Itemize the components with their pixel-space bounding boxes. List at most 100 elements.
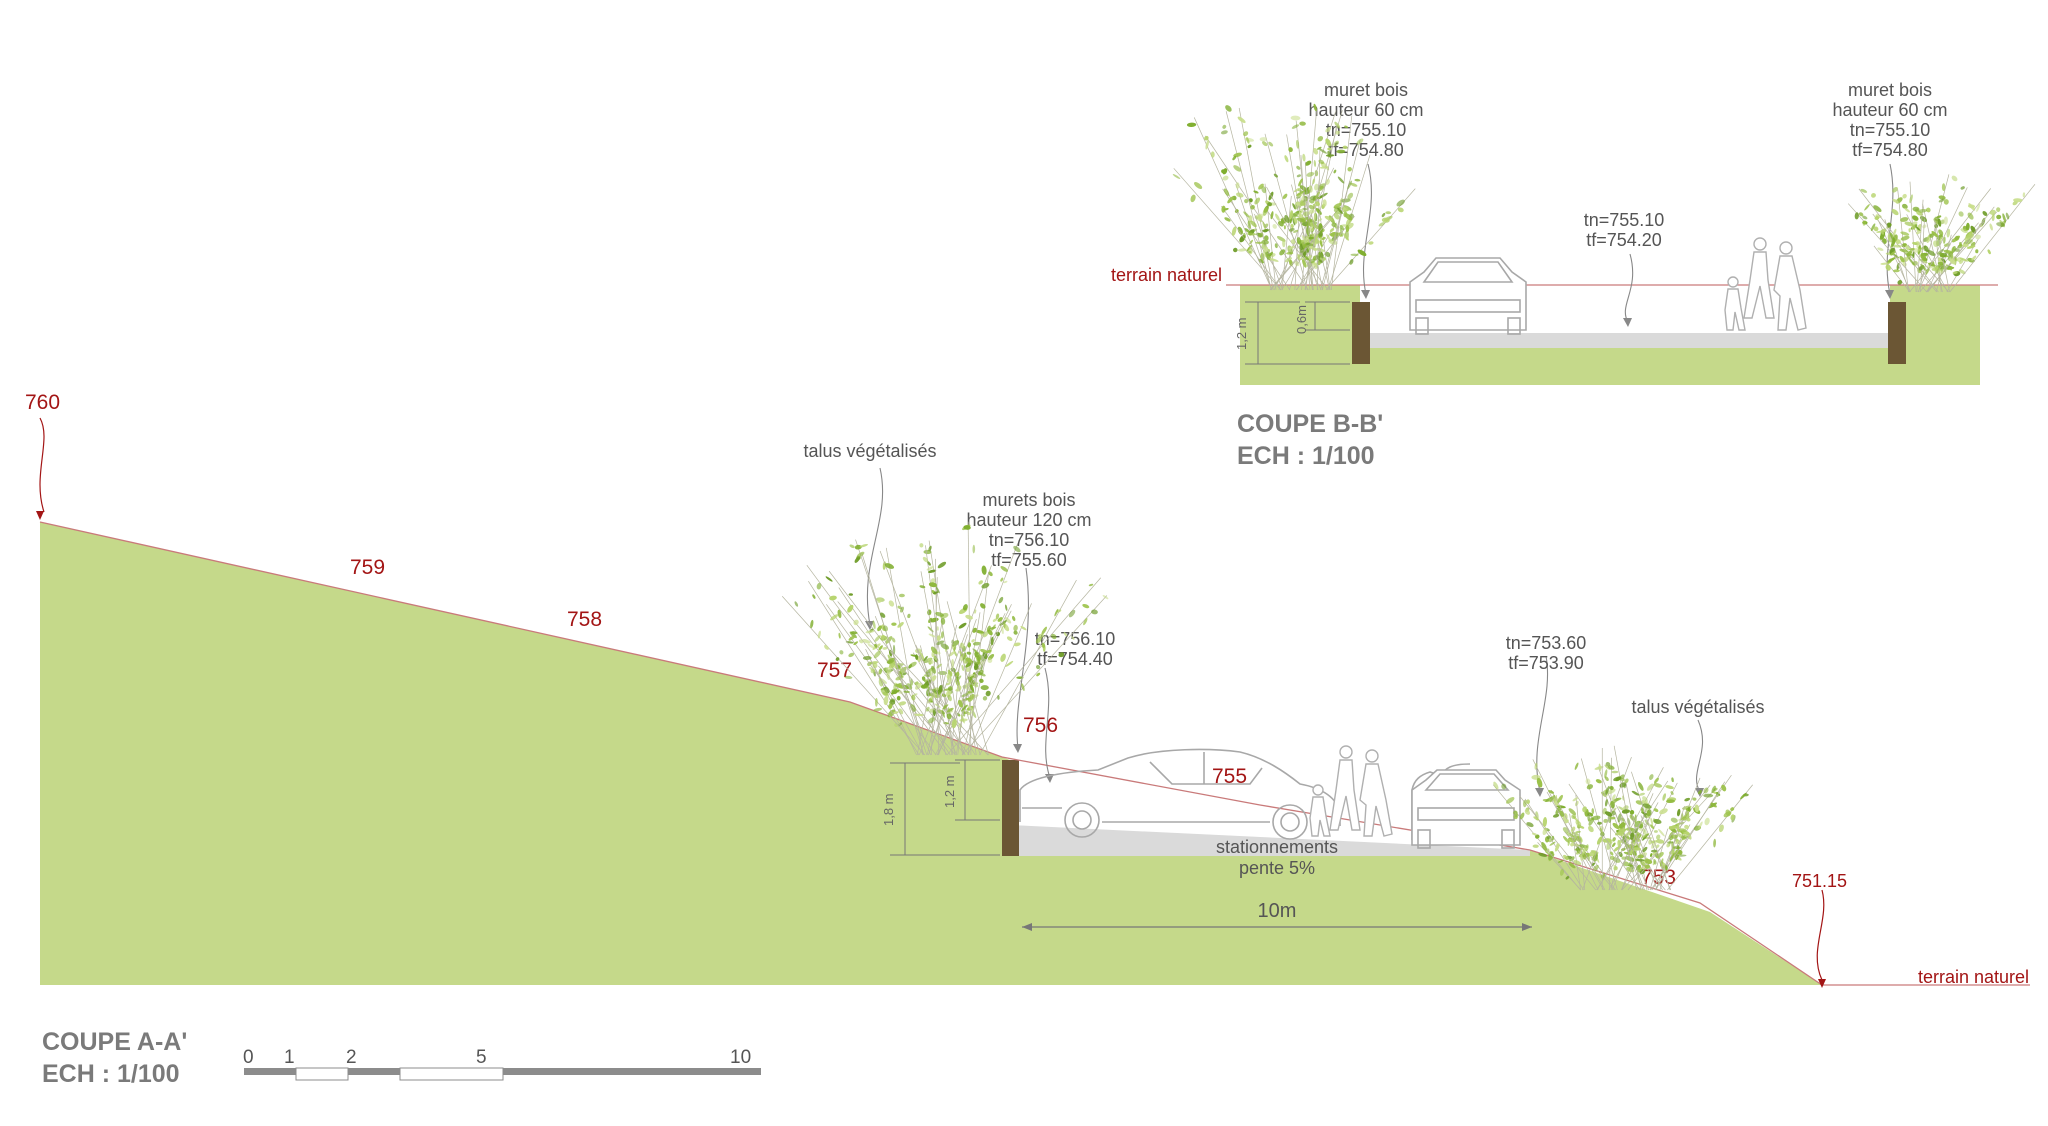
- shrub-leaf: [1951, 246, 1956, 253]
- dim-wall-label-bb: 0,6m: [1294, 305, 1309, 334]
- shrub-leaf: [1630, 832, 1635, 840]
- shrub-leaf: [1987, 249, 1991, 255]
- shrub-leaf: [1275, 213, 1280, 222]
- shrub-leaf: [1659, 858, 1664, 867]
- shrub-leaf: [1054, 608, 1059, 617]
- shrub-leaf: [1568, 862, 1576, 869]
- scale-bar: 0 1 2 5 10: [243, 1047, 761, 1081]
- shrub-leaf: [1651, 849, 1658, 853]
- shrub-leaf: [1676, 854, 1687, 857]
- shrub-leaf: [1243, 232, 1246, 239]
- shrub-leaf: [1243, 211, 1250, 218]
- shrub-leaf: [893, 711, 899, 714]
- shrub-leaf: [887, 657, 895, 664]
- shrub-leaf: [1574, 848, 1581, 851]
- shrub-leaf: [1011, 615, 1016, 622]
- shrub-leaf: [1013, 545, 1021, 553]
- shrub-leaf: [922, 556, 929, 563]
- shrub-leaf: [1534, 762, 1538, 770]
- shrub-stem: [1659, 805, 1685, 891]
- shrub-leaf: [1873, 226, 1879, 232]
- shrub-leaf: [1308, 209, 1315, 214]
- shrub-leaf: [890, 698, 896, 703]
- shrub-leaf: [1288, 147, 1293, 153]
- shrub-leaf: [1288, 245, 1295, 250]
- shrub-leaf: [1082, 603, 1090, 609]
- shrub-leaf: [1938, 198, 1945, 203]
- shrub-leaf: [1967, 204, 1976, 209]
- shrub-leaf: [1083, 617, 1088, 626]
- shrub-stem: [967, 603, 1032, 756]
- shrub-stem: [1304, 125, 1337, 291]
- shrub-leaf: [1704, 817, 1710, 826]
- shrub-leaf: [1654, 777, 1659, 784]
- shrub-leaf: [1102, 594, 1109, 600]
- shrub-leaf: [1562, 813, 1568, 822]
- vegetation-left-aa: [781, 521, 1109, 756]
- shrub-leaf: [1270, 211, 1274, 220]
- shrub-leaf: [1091, 609, 1098, 615]
- shrub-leaf: [1621, 856, 1626, 860]
- shrub-leaf: [1617, 828, 1626, 836]
- shrub-leaf: [1697, 790, 1702, 795]
- shrub-leaf: [1236, 192, 1244, 198]
- shrub-leaf: [1296, 165, 1301, 170]
- shrub-leaf: [1600, 827, 1604, 836]
- shrub-leaf: [965, 657, 973, 663]
- shrub-leaf: [1319, 166, 1328, 169]
- shrub-leaf: [1965, 222, 1970, 231]
- shrub-leaf: [1381, 217, 1390, 223]
- shrub-leaf: [1312, 178, 1316, 185]
- shrub-leaf: [899, 666, 907, 674]
- shrub-leaf: [1635, 827, 1639, 834]
- shrub-leaf: [927, 717, 936, 724]
- shrub-leaf: [1233, 247, 1238, 253]
- shrub-leaf: [1931, 230, 1939, 238]
- shrub-leaf: [1250, 204, 1255, 210]
- shrub-leaf: [1319, 192, 1328, 198]
- shrub-leaf: [941, 710, 945, 718]
- shrub-leaf: [1254, 216, 1263, 223]
- shrub-leaf: [1662, 793, 1667, 801]
- shrub-leaf: [1237, 248, 1247, 252]
- shrub-leaf: [1638, 792, 1646, 796]
- shrub-leaf: [1629, 814, 1635, 821]
- shrub-leaf: [981, 565, 987, 575]
- shrub-leaf: [920, 684, 928, 689]
- shrub-leaf: [1612, 837, 1616, 842]
- shrub-leaf: [1610, 798, 1619, 804]
- shrub-leaf: [856, 551, 865, 558]
- shrub-stem: [1269, 208, 1340, 291]
- shrub-leaf: [1296, 190, 1305, 196]
- shrub-leaf: [1071, 636, 1075, 641]
- shrub-leaf: [929, 693, 934, 697]
- shrub-leaf: [914, 681, 919, 685]
- shrub-leaf: [1609, 816, 1616, 820]
- shrub-leaf: [1900, 231, 1910, 236]
- shrub-leaf: [1941, 183, 1946, 191]
- shrub-leaf: [1204, 135, 1209, 141]
- shrub-stem: [1934, 218, 1942, 293]
- shrub-leaf: [1552, 813, 1560, 818]
- shrub-leaf: [838, 632, 841, 639]
- shrub-leaf: [878, 668, 883, 675]
- shrub-stem: [950, 642, 962, 756]
- shrub-leaf: [1227, 196, 1234, 204]
- shrub-leaf: [928, 545, 932, 552]
- shrub-leaf: [1329, 228, 1335, 233]
- shrub-stem: [1847, 203, 1928, 293]
- shrub-leaf: [1891, 237, 1896, 247]
- murets-line3: tn=756.10: [989, 530, 1070, 550]
- shrub-leaf: [966, 651, 972, 655]
- shrub-leaf: [1638, 866, 1642, 872]
- shrub-stem: [1627, 784, 1711, 891]
- shrub-leaf: [847, 604, 854, 613]
- shrub-leaf: [1621, 809, 1630, 814]
- shrub-leaf: [1908, 228, 1911, 233]
- shrub-leaf: [835, 657, 840, 662]
- scale-tick-2: 2: [346, 1047, 357, 1068]
- shrub-leaf: [1354, 178, 1361, 182]
- shrub-leaf: [1559, 868, 1565, 876]
- shrub-stem: [1532, 759, 1599, 891]
- shrub-stem: [1872, 213, 1937, 293]
